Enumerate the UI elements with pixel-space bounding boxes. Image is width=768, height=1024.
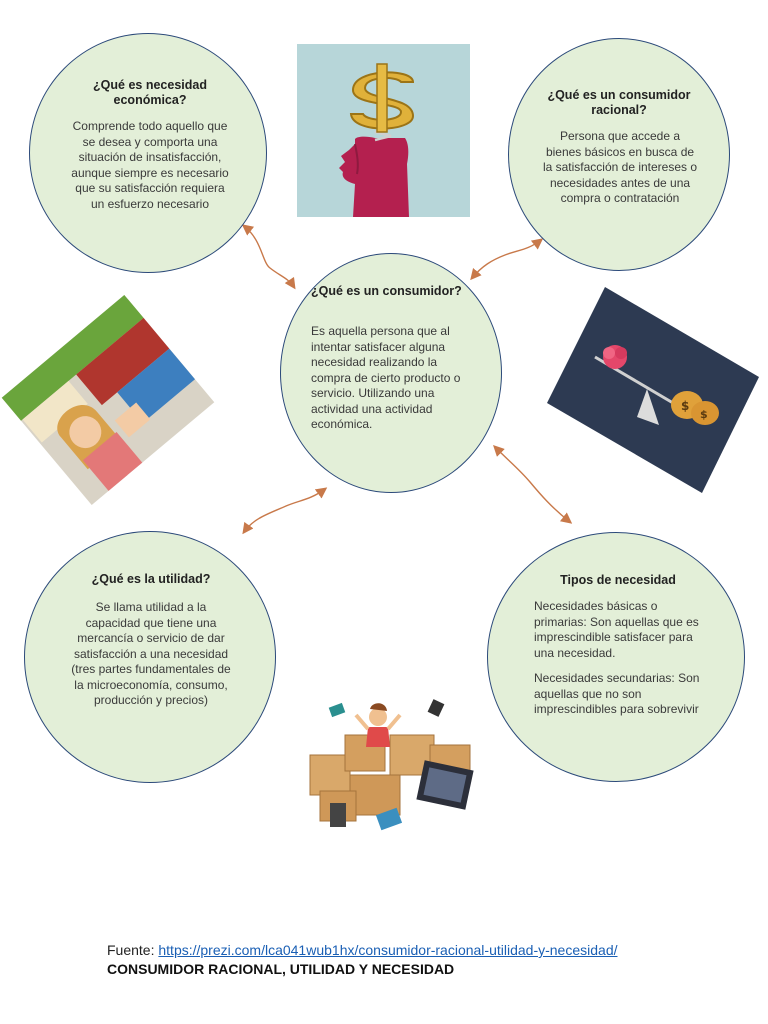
bubble-title: ¿Qué es un consumidor racional?	[547, 88, 691, 117]
bubble-utilidad: ¿Qué es la utilidad? Se llama utilidad a…	[24, 531, 276, 783]
bubble-body: Persona que accede a bienes básicos en b…	[542, 129, 698, 205]
bubble-title: ¿Qué es un consumidor?	[311, 284, 462, 298]
bubble-body: Es aquella persona que al intentar satis…	[311, 324, 461, 431]
footer-source: Fuente: https://prezi.com/lca041wub1hx/c…	[107, 942, 618, 958]
bubble-title: ¿Qué es necesidad económica?	[93, 78, 207, 107]
bubble-body: Comprende todo aquello que se desea y co…	[71, 119, 229, 211]
bubble-necesidad-economica: ¿Qué es necesidad económica? Comprende t…	[29, 33, 267, 273]
footer-title: CONSUMIDOR RACIONAL, UTILIDAD Y NECESIDA…	[107, 961, 455, 977]
bubble-consumidor: ¿Qué es un consumidor? Es aquella person…	[280, 253, 502, 493]
brain-vs-money-scale-icon: $ $	[547, 287, 759, 493]
bubble-title: ¿Qué es la utilidad?	[91, 572, 211, 586]
shopper-photo	[0, 290, 215, 510]
bubble-body: Se llama utilidad a la capacidad que tie…	[71, 600, 231, 707]
arrow-consumidor-utilidad	[242, 487, 328, 535]
bubble-tipos-necesidad: Tipos de necesidad Necesidades básicas o…	[487, 532, 745, 782]
necesidades-secundarias-text: Necesidades secundarias: Son aquellas qu…	[534, 671, 700, 716]
footer-source-prefix: Fuente:	[107, 942, 159, 958]
bubble-body: Necesidades básicas o primarias: Son aqu…	[534, 599, 704, 728]
bubble-consumidor-racional: ¿Qué es un consumidor racional? Persona …	[508, 38, 730, 271]
footer-source-link[interactable]: https://prezi.com/lca041wub1hx/consumido…	[158, 942, 618, 958]
arrow-necesidad-consumidor	[241, 224, 296, 290]
dollar-head-icon	[297, 44, 470, 217]
svg-text:$: $	[700, 408, 708, 421]
person-with-boxes-icon	[290, 695, 500, 835]
svg-text:$: $	[681, 399, 689, 413]
necesidades-primarias-text: Necesidades básicas o primarias: Son aqu…	[534, 599, 699, 660]
arrow-racional-consumidor	[470, 238, 544, 281]
bubble-title: Tipos de necesidad	[560, 573, 676, 587]
